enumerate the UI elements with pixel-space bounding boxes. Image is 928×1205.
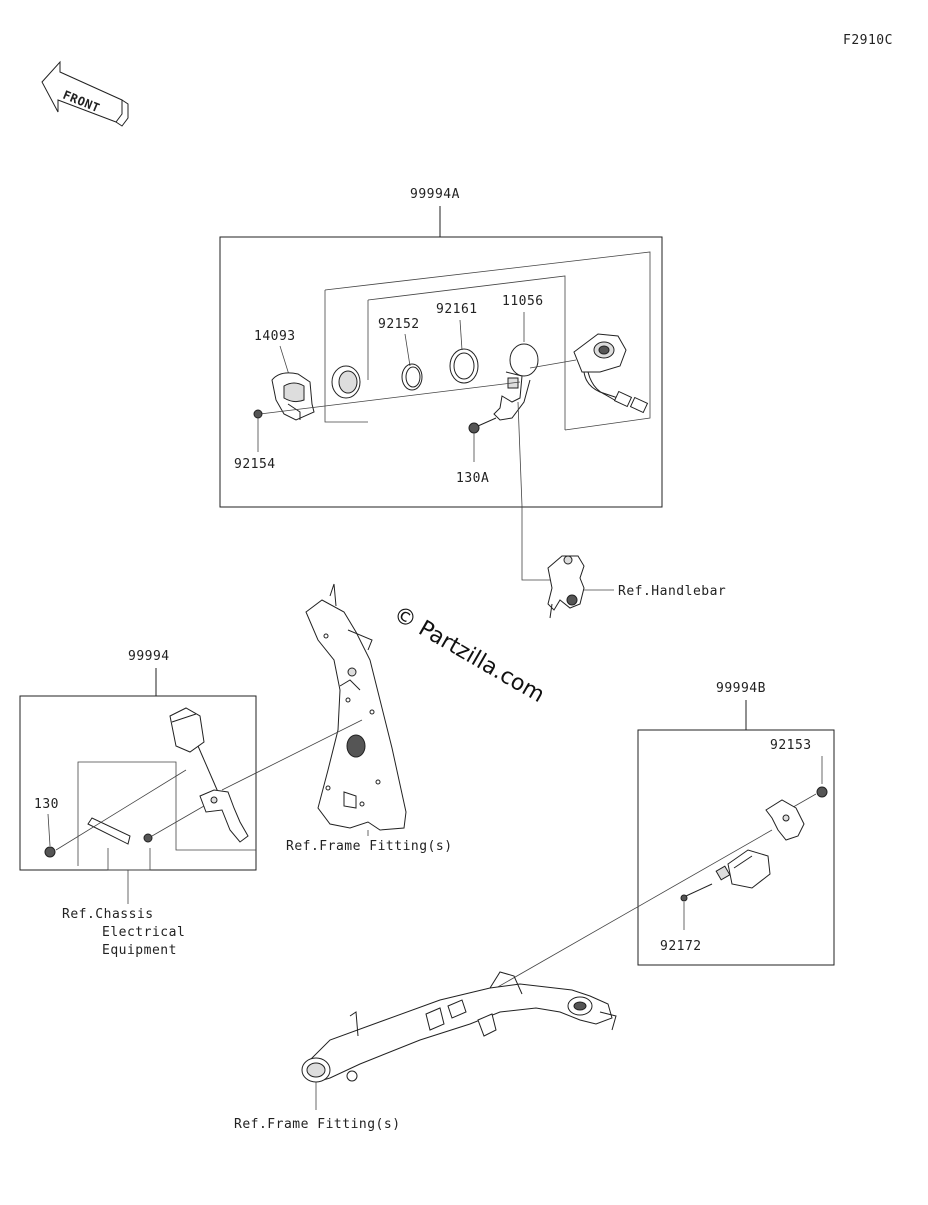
kit-a-box (219, 236, 663, 508)
kit-main-box (19, 695, 257, 871)
ref-chassis-label-1: Ref.Chassis (62, 907, 154, 922)
ring-92152-part (401, 363, 423, 391)
kit-a-inner-frame-2 (367, 275, 566, 430)
front-arrow-icon: FRONT (41, 60, 129, 127)
kit-main-label: 99994 (128, 649, 170, 664)
kit-a-inner-frame (324, 251, 651, 431)
kit-b-switch-part (715, 849, 771, 889)
ref-frame-fitting-upper-label: Ref.Frame Fitting(s) (286, 839, 453, 854)
part-14093-label: 14093 (254, 329, 296, 344)
kit-b-bracket-part (765, 799, 805, 841)
bolt-92153-part (816, 786, 828, 798)
ref-chassis-label-2: Electrical (102, 925, 185, 940)
bracket-plate-part (87, 817, 131, 845)
part-92172-label: 92172 (660, 939, 702, 954)
kit-main-inner-frame (77, 761, 256, 866)
kit-a-label: 99994A (410, 187, 460, 202)
watermark: © Partzilla.com (389, 602, 549, 709)
bolt-130-part (44, 846, 56, 858)
part-130-label: 130 (34, 797, 59, 812)
bolt-small-part (143, 833, 153, 843)
connector-part (169, 707, 219, 793)
power-socket-part (573, 333, 649, 414)
part-92154-label: 92154 (234, 457, 276, 472)
ref-frame-fitting-lower-label: Ref.Frame Fitting(s) (234, 1117, 401, 1132)
part-92153-label: 92153 (770, 738, 812, 753)
lower-frame-fitting-part (301, 971, 617, 1083)
clamp-14093-part (271, 372, 315, 421)
seal-ring-part (331, 365, 361, 399)
part-130A-label: 130A (456, 471, 489, 486)
bolt-130A-part (468, 417, 497, 434)
part-11056-label: 11056 (502, 294, 544, 309)
handlebar-clamp-part (547, 555, 585, 619)
kit-b-box (637, 729, 835, 966)
bracket-11056-part (493, 343, 539, 421)
ref-chassis-label-3: Equipment (102, 943, 177, 958)
handlebar-leader (517, 401, 552, 581)
upper-frame-fitting-part (305, 583, 407, 831)
part-92161-label: 92161 (436, 302, 478, 317)
washer-92161-part (449, 348, 479, 384)
kit-b-label: 99994B (716, 681, 766, 696)
switch-bracket-part (199, 789, 249, 843)
screw-92154-part (253, 409, 263, 419)
part-92152-label: 92152 (378, 317, 420, 332)
figure-code: F2910C (843, 33, 893, 48)
ref-handlebar-label: Ref.Handlebar (618, 584, 726, 599)
screw-92172-part (680, 883, 713, 902)
